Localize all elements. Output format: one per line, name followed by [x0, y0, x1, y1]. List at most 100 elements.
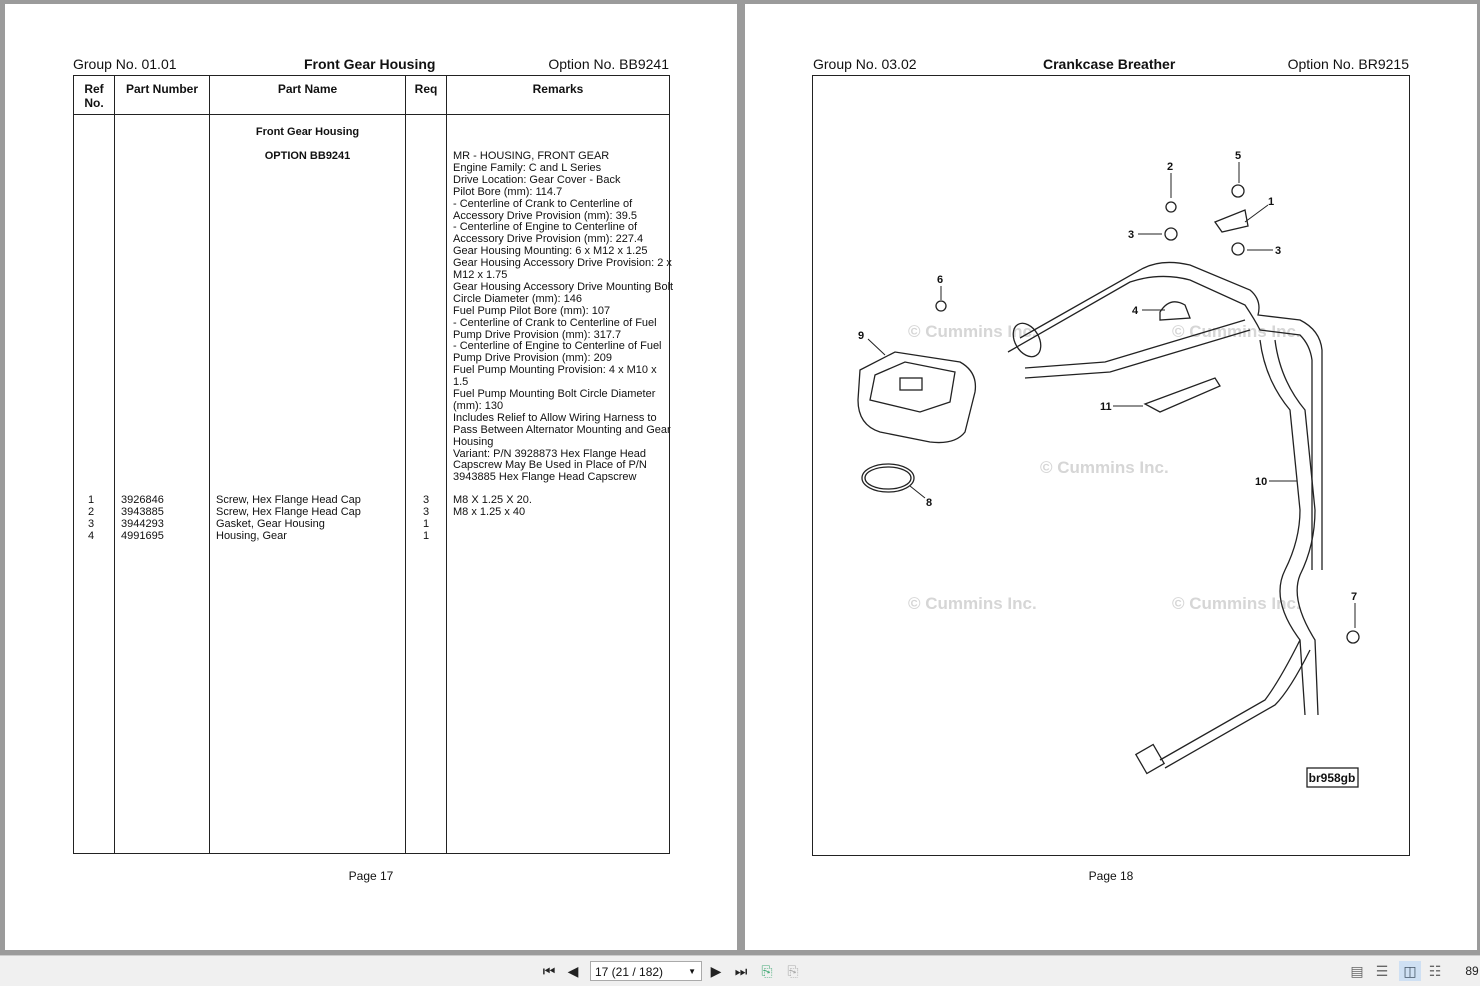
watermark: © Cummins Inc.: [1040, 458, 1169, 477]
callout-7: 7: [1351, 591, 1357, 603]
remark-line: Pilot Bore (mm): 114.7: [453, 185, 563, 198]
remark-line: M12 x 1.75: [453, 269, 508, 281]
callout-1: 1: [1268, 196, 1274, 208]
watermark: © Cummins Inc.: [1172, 594, 1301, 613]
group-number: Group No. 01.01: [73, 56, 177, 72]
table-cell-remarks: M8 x 1.25 x 40: [453, 506, 526, 518]
last-page-icon[interactable]: ⏭: [734, 963, 748, 979]
table-cell-part-number: 3943885: [121, 506, 164, 518]
two-page-continuous-icon[interactable]: ☷: [1428, 963, 1442, 979]
callout-4: 4: [1132, 305, 1139, 317]
watermarks: © Cummins Inc. © Cummins Inc. © Cummins …: [908, 322, 1301, 613]
table-cell-part-name: Screw, Hex Flange Head Cap: [216, 494, 361, 506]
two-page-icon[interactable]: ◫: [1399, 961, 1421, 981]
option-number: Option No. BB9241: [548, 56, 669, 72]
rotate-alt-icon[interactable]: ⎘: [787, 963, 799, 979]
remark-line: Pump Drive Provision (mm): 317.7: [453, 328, 622, 341]
col-remarks: Remarks: [446, 75, 670, 115]
option-number: Option No. BR9215: [1287, 56, 1409, 72]
single-page-icon[interactable]: ▤: [1350, 963, 1364, 979]
table-cell-remarks: M8 X 1.25 X 20.: [453, 494, 532, 506]
rotate-icon[interactable]: ⎘: [761, 963, 773, 979]
chevron-down-icon: ▼: [688, 967, 696, 976]
table-cell-part-number: 3926846: [121, 494, 164, 506]
remark-line: Variant: P/N 3928873 Hex Flange Head: [453, 447, 647, 460]
watermark: © Cummins Inc.: [908, 594, 1037, 613]
first-page-icon[interactable]: ⏮: [542, 963, 556, 979]
zoom-level[interactable]: 89: [1465, 964, 1479, 978]
remark-line: Accessory Drive Provision (mm): 227.4: [453, 233, 644, 246]
table-cell-part-name: Screw, Hex Flange Head Cap: [216, 506, 361, 518]
remark-line: Pass Between Alternator Mounting and Gea…: [453, 423, 671, 436]
callout-10: 10: [1255, 476, 1267, 488]
remark-line: - Centerline of Engine to Centerline of …: [453, 340, 662, 353]
remark-line: Fuel Pump Mounting Bolt Circle Diameter: [453, 388, 656, 400]
table-cell-ref: 2: [88, 506, 95, 518]
leader-lines: [867, 162, 1356, 628]
figure-id: br958gb: [1309, 771, 1356, 785]
col-req: Req: [405, 75, 447, 115]
table-cell-req: 1: [422, 518, 430, 530]
callouts: 1 2 3 3 4 5 6 7 8 9 10 11: [858, 150, 1357, 603]
callout-11: 11: [1100, 401, 1112, 413]
remark-line: Circle Diameter (mm): 146: [453, 292, 582, 305]
next-page-icon[interactable]: ▶: [710, 963, 722, 979]
page-number: Page 18: [1088, 869, 1134, 883]
watermark: © Cummins Inc.: [1172, 322, 1301, 341]
callout-2: 2: [1167, 161, 1173, 173]
table-cell-part-number: 3944293: [121, 518, 164, 530]
remark-line: Engine Family: C and L Series: [453, 161, 602, 174]
page-title: Crankcase Breather: [1043, 56, 1176, 72]
continuous-icon[interactable]: ☰: [1375, 963, 1389, 979]
remark-line: Gear Housing Mounting: 6 x M12 x 1.25: [453, 245, 648, 258]
remark-line: Capscrew May Be Used in Place of P/N: [453, 459, 647, 472]
callout-6: 6: [937, 274, 943, 286]
section-option: OPTION BB9241: [264, 150, 351, 162]
table-cell-req: 1: [422, 530, 430, 542]
callout-5: 5: [1235, 150, 1241, 162]
table-cell-req: 3: [422, 506, 430, 518]
remark-line: Fuel Pump Pilot Bore (mm): 107: [453, 304, 611, 317]
table-cell-part-name: Housing, Gear: [216, 530, 287, 542]
callout-9: 9: [858, 330, 864, 342]
table-cell-part-name: Gasket, Gear Housing: [216, 518, 325, 530]
remark-line: Drive Location: Gear Cover - Back: [453, 173, 621, 186]
page-title: Front Gear Housing: [304, 56, 436, 72]
watermark: © Cummins Inc.: [908, 322, 1037, 341]
page-selector[interactable]: 17 (21 / 182)▼: [590, 961, 702, 981]
table-cell-req: 3: [422, 494, 430, 506]
breather-tubes: [857, 184, 1360, 775]
table-cell-ref: 3: [88, 518, 95, 530]
remark-line: Gear Housing Accessory Drive Provision: …: [453, 257, 672, 270]
col-part-name: Part Name: [209, 75, 406, 115]
left-page: Group No. 01.01 Front Gear Housing Optio…: [5, 4, 737, 950]
remark-line: Fuel Pump Mounting Provision: 4 x M10 x: [453, 364, 657, 377]
callout-3: 3: [1128, 229, 1134, 241]
col-part-number: Part Number: [114, 75, 210, 115]
remark-line: Gear Housing Accessory Drive Mounting Bo…: [453, 280, 674, 293]
prev-page-icon[interactable]: ◀: [567, 963, 579, 979]
remark-line: 1.5: [453, 376, 469, 389]
diagram-frame: [812, 75, 1410, 856]
right-page: Group No. 03.02 Crankcase Breather Optio…: [745, 4, 1477, 950]
remark-line: - Centerline of Crank to Centerline of: [453, 197, 633, 210]
remark-line: Accessory Drive Provision (mm): 39.5: [453, 209, 637, 222]
page-number: Page 17: [348, 869, 394, 883]
table-cell-ref: 4: [88, 530, 95, 542]
callout-3: 3: [1275, 245, 1281, 257]
remark-line: MR - HOUSING, FRONT GEAR: [453, 150, 610, 162]
remark-line: - Centerline of Engine to Centerline of: [453, 221, 638, 234]
remark-line: (mm): 130: [453, 399, 504, 412]
callout-8: 8: [926, 497, 932, 509]
remark-line: Includes Relief to Allow Wiring Harness …: [453, 411, 657, 424]
table-cell-ref: 1: [88, 494, 95, 506]
group-number: Group No. 03.02: [813, 56, 917, 72]
pdf-toolbar: ⏮ ◀ 17 (21 / 182)▼ ▶ ⏭ ⎘ ⎘ ▤ ☰ ◫ ☷ 89: [0, 955, 1480, 986]
remark-line: Pump Drive Provision (mm): 209: [453, 352, 612, 365]
section-title: Front Gear Housing: [255, 126, 360, 138]
remark-line: Housing: [453, 435, 494, 448]
